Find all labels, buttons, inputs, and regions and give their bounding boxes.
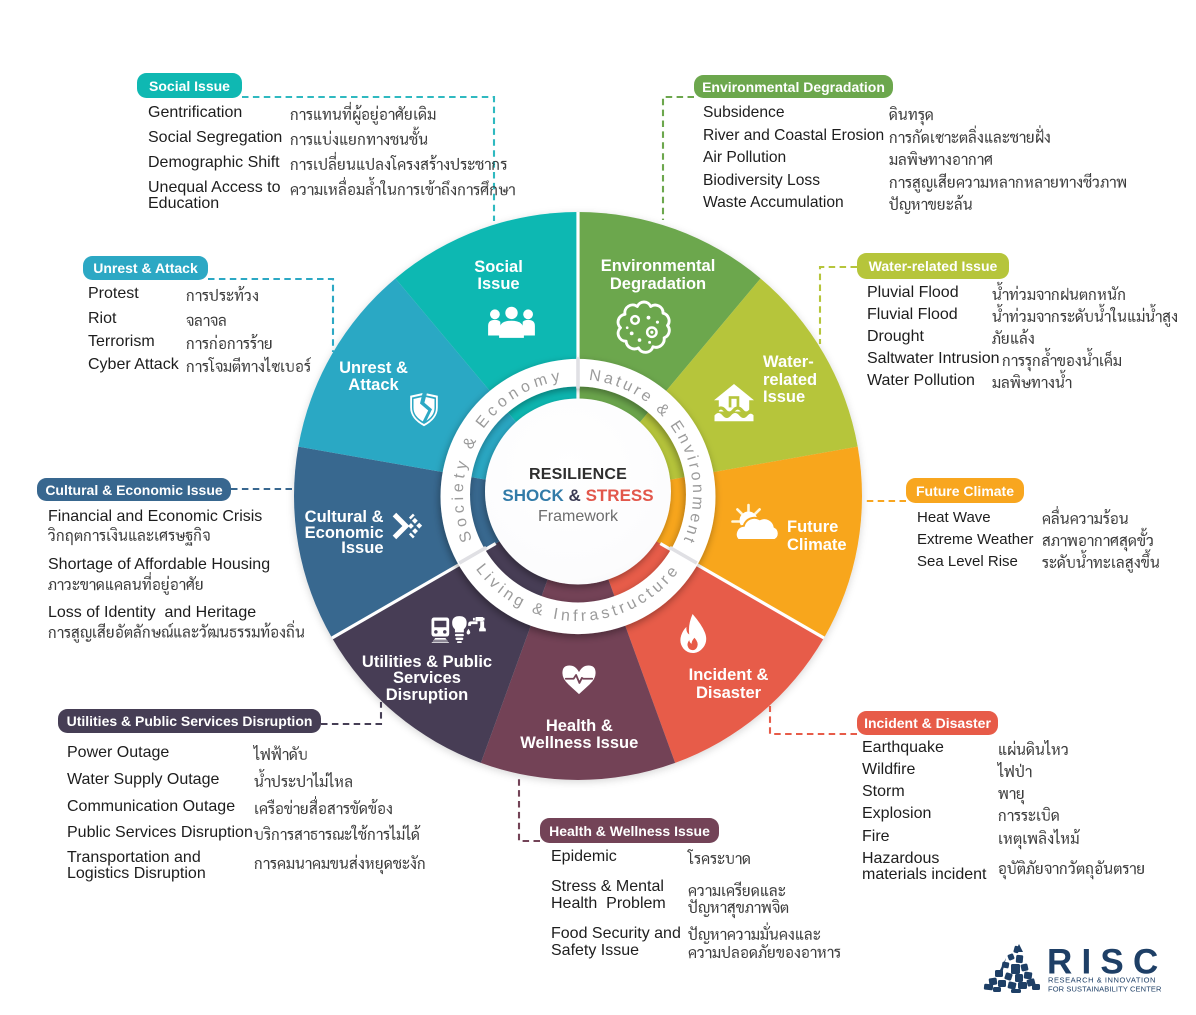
- svg-text:FOR SUSTAINABILITY CENTER: FOR SUSTAINABILITY CENTER: [1048, 985, 1162, 994]
- svg-text:RESEARCH & INNOVATION: RESEARCH & INNOVATION: [1048, 976, 1156, 985]
- svg-text:RISC: RISC: [1047, 943, 1167, 982]
